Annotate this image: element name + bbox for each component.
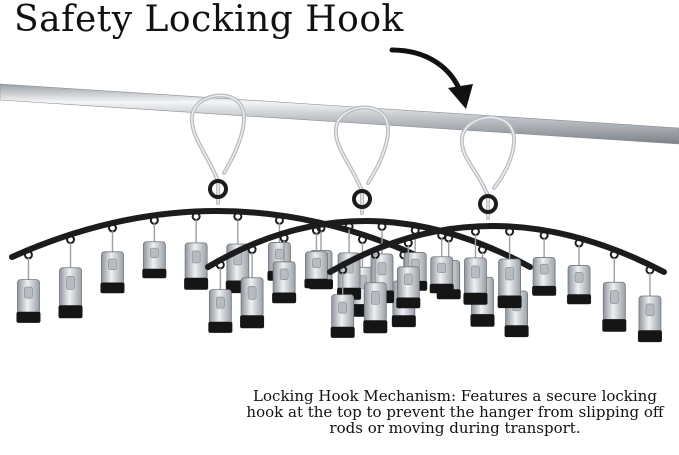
hook-ring	[478, 194, 498, 214]
image-title: Safety Locking Hook	[14, 0, 404, 40]
hanger-frame	[9, 208, 423, 260]
hook-ring	[352, 189, 372, 209]
hook-ring	[208, 179, 228, 199]
hanger-frame	[327, 223, 667, 275]
pointer-arrow-icon	[389, 47, 473, 109]
feature-caption: Locking Hook Mechanism: Features a secur…	[246, 387, 664, 437]
hanger-right	[327, 115, 667, 343]
hanging-rod	[0, 83, 679, 145]
hanger-frame	[205, 218, 533, 270]
